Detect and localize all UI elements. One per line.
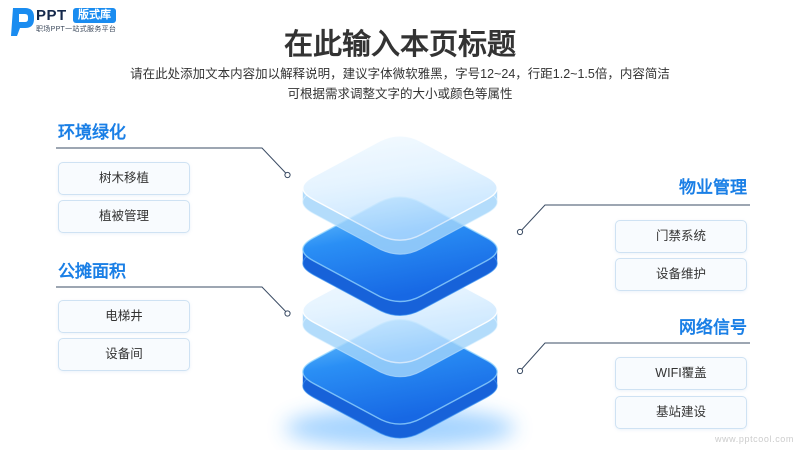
p-logo-icon xyxy=(11,8,34,36)
watermark: www.pptcool.com xyxy=(714,434,794,444)
connector-line xyxy=(521,204,750,231)
item-vegetation-management: 植被管理 xyxy=(58,200,190,233)
connector-property xyxy=(516,204,750,236)
connector-line xyxy=(521,342,750,370)
stack-layer-1 xyxy=(302,135,498,255)
item-base-station: 基站建设 xyxy=(615,396,747,429)
connector-environment xyxy=(56,147,291,179)
logo-wordmark: PPT xyxy=(36,7,67,24)
group-heading-property: 物业管理 xyxy=(679,178,747,197)
brand-logo: PPT 版式库 职场PPT一站式服务平台 xyxy=(0,0,130,40)
description-line-1: 请在此处添加文本内容加以解释说明，建议字体微软雅黑，字号12~24，行距1.2~… xyxy=(130,67,670,81)
logo-badge: 版式库 xyxy=(73,8,116,23)
connector-network xyxy=(516,342,750,375)
group-heading-environment: 环境绿化 xyxy=(58,123,126,142)
item-access-control: 门禁系统 xyxy=(615,220,747,253)
item-equipment-maintenance: 设备维护 xyxy=(615,258,747,291)
page-description: 请在此处添加文本内容加以解释说明，建议字体微软雅黑，字号12~24，行距1.2~… xyxy=(0,64,800,104)
group-heading-network: 网络信号 xyxy=(679,318,747,337)
item-elevator-shaft: 电梯井 xyxy=(58,300,190,333)
connector-line xyxy=(56,286,287,312)
connector-dot xyxy=(284,310,291,317)
page-title: 在此输入本页标题 xyxy=(283,29,516,61)
layer-stack xyxy=(302,135,498,439)
connector-dot xyxy=(284,171,291,179)
p-logo-shape xyxy=(11,8,34,36)
item-equipment-room: 设备间 xyxy=(58,338,190,371)
item-tree-transplanting: 树木移植 xyxy=(58,162,190,195)
connector-line xyxy=(56,147,287,174)
description-line-2: 可根据需求调整文字的大小或颜色等属性 xyxy=(287,87,513,101)
item-wifi-coverage: WIFI覆盖 xyxy=(615,357,747,390)
connector-public-area xyxy=(56,286,291,317)
stack-layer-top xyxy=(302,135,498,241)
group-heading-public-area: 公摊面积 xyxy=(58,262,126,281)
connector-dot xyxy=(516,228,524,236)
connector-dot xyxy=(516,367,524,375)
logo-tagline: 职场PPT一站式服务平台 xyxy=(36,26,117,33)
